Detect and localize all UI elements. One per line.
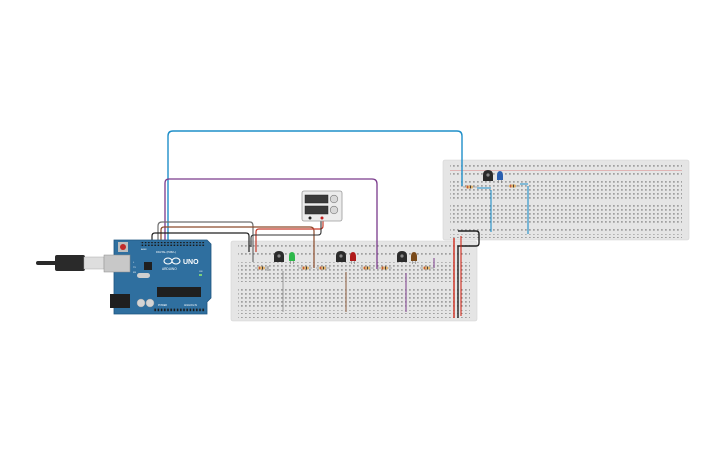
usb-port [103, 254, 131, 273]
terminal-positive [320, 216, 324, 220]
digital-header [140, 242, 205, 246]
analog-label: ANALOG IN [184, 304, 197, 307]
board-model: UNO [183, 259, 199, 266]
voltage-display [304, 194, 329, 204]
current-display [304, 205, 329, 215]
wire-gray-1[interactable] [157, 221, 254, 262]
wire-black-bridge[interactable] [457, 230, 480, 318]
resistor-2[interactable] [298, 266, 312, 270]
breadboard-right[interactable] [442, 159, 690, 241]
tx-label: TX [133, 267, 136, 269]
resistor-5[interactable] [378, 266, 392, 270]
power-jack [110, 294, 130, 308]
blue-led[interactable] [497, 171, 503, 183]
resistor-7[interactable] [463, 185, 477, 189]
sensor-2[interactable] [336, 251, 346, 262]
sensor-4[interactable] [483, 170, 493, 181]
wire-black-gnd[interactable] [151, 232, 250, 252]
sensor-3[interactable] [397, 251, 407, 262]
wire-purple-long[interactable] [164, 178, 378, 269]
voltage-knob [329, 194, 339, 204]
on-label: ON [199, 271, 203, 273]
resistor-6[interactable] [420, 266, 434, 270]
wire-blue-long[interactable] [167, 130, 463, 241]
rx-label: RX [133, 272, 137, 274]
power-analog-header [153, 308, 205, 312]
current-knob [329, 205, 339, 215]
l-label: L [133, 262, 135, 264]
usb-cable[interactable] [36, 255, 105, 271]
sensor-1[interactable] [274, 251, 284, 262]
resistor-3[interactable] [316, 266, 330, 270]
power-label: POWER [158, 304, 167, 307]
resistor-4[interactable] [360, 266, 374, 270]
red-led[interactable] [350, 252, 356, 264]
dc-power-supply[interactable] [301, 190, 343, 222]
brown-led[interactable] [411, 252, 417, 264]
green-led[interactable] [289, 252, 295, 264]
terminal-negative [308, 216, 312, 220]
digital-label: DIGITAL (PWM~) [156, 250, 176, 254]
resistor-1[interactable] [255, 266, 268, 270]
wire-black-supply[interactable] [250, 220, 322, 247]
resistor-8[interactable] [506, 184, 520, 188]
arduino-uno-board[interactable]: UNO ARDUINO DIGITAL (PWM~) POWER ANALOG … [103, 239, 212, 315]
atmega-chip [157, 287, 201, 297]
arduino-logo [163, 257, 181, 265]
aref-label: AREF [141, 248, 147, 251]
wire-red-supply[interactable] [255, 220, 324, 252]
board-brand: ARDUINO [162, 267, 177, 271]
